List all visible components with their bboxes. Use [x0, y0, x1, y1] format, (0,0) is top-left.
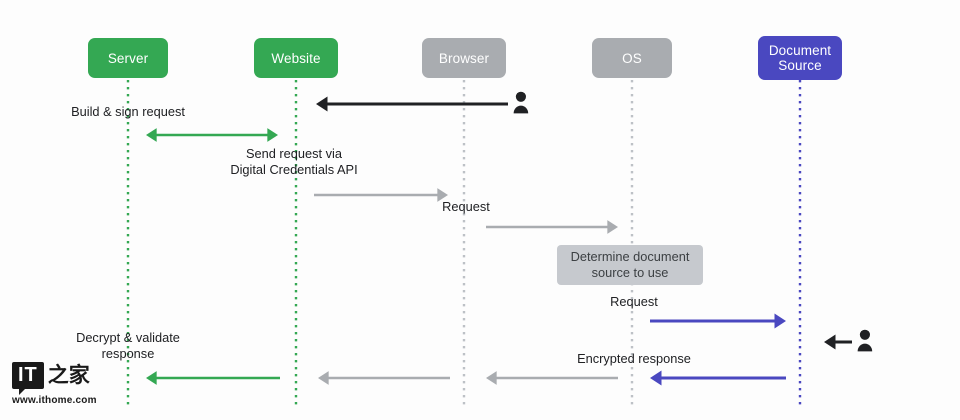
actor-label-os: OS [622, 50, 642, 66]
watermark-logo-row: IT 之家 [12, 362, 90, 395]
watermark-url: www.ithome.com [12, 395, 97, 406]
message-os-to-docsource-request [650, 313, 786, 329]
actor-box-docsource[interactable]: Document Source [758, 36, 842, 80]
actor-box-browser[interactable]: Browser [422, 38, 506, 78]
note-determine-document-source: Determine document source to use [557, 245, 703, 285]
person-body-user-1 [513, 105, 529, 114]
message-arrowhead-os-to-docsource-request [774, 313, 786, 329]
actor-label-browser: Browser [438, 50, 490, 66]
message-send-request-dc-api [314, 188, 448, 202]
message-arrowhead-build-sign-request [267, 128, 278, 142]
message-browser-to-website-response [318, 371, 450, 385]
ithome-logo-cn: 之家 [47, 363, 90, 387]
person-icon-user-1 [513, 91, 529, 114]
message-label-browser-to-os-request: Request [442, 199, 490, 214]
message-website-to-server-response [146, 371, 280, 385]
message-label-website-to-server-response: Decrypt & validate response [76, 330, 180, 361]
person-head-user-2 [859, 329, 870, 340]
message-label-os-to-docsource-request: Request [610, 294, 658, 309]
watermark: IT 之家 www.ithome.com [12, 362, 97, 407]
message-arrowhead-docsource-to-os-encrypted-response [650, 370, 662, 386]
message-label-docsource-to-os-encrypted-response: Encrypted response [577, 351, 691, 366]
message-os-to-browser-response [486, 371, 618, 385]
actor-box-server[interactable]: Server [88, 38, 168, 78]
person-body-user-2 [857, 343, 873, 352]
person-icon-user-2 [857, 329, 873, 352]
actor-label-website: Website [271, 50, 321, 66]
actor-label-docsource: Document Source [768, 43, 832, 73]
message-arrowhead-website-to-server-response [146, 371, 157, 385]
message-arrowhead-start-build-sign-request [146, 128, 157, 142]
message-arrowhead-os-to-browser-response [486, 371, 497, 385]
message-user-to-docsource [824, 334, 852, 350]
message-arrowhead-user-to-website [316, 96, 328, 112]
message-docsource-to-os-encrypted-response [650, 370, 786, 386]
message-arrowhead-browser-to-website-response [318, 371, 329, 385]
message-arrowhead-send-request-dc-api [437, 188, 448, 202]
person-head-user-1 [515, 91, 526, 102]
message-arrowhead-browser-to-os-request [607, 220, 618, 234]
actor-label-server: Server [107, 50, 149, 66]
actor-box-os[interactable]: OS [592, 38, 672, 78]
message-build-sign-request [146, 128, 278, 142]
message-label-build-sign-request: Build & sign request [71, 104, 185, 119]
message-label-send-request-dc-api: Send request via Digital Credentials API [230, 146, 358, 177]
message-browser-to-os-request [486, 220, 618, 234]
actor-box-website[interactable]: Website [254, 38, 338, 78]
ithome-logo-mark: IT [12, 362, 44, 395]
message-arrowhead-user-to-docsource [824, 334, 836, 350]
message-user-to-website [316, 96, 508, 112]
